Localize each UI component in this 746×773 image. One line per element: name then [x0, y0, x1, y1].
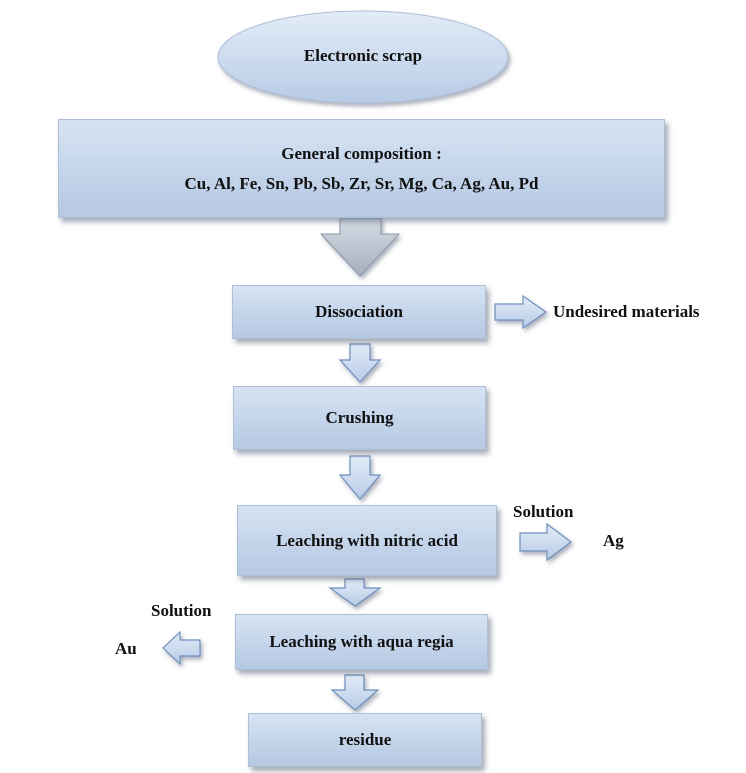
residue-label: residue — [338, 730, 392, 749]
composition-elements: Cu, Al, Fe, Sn, Pb, Sb, Zr, Sr, Mg, Ca, … — [184, 173, 539, 193]
au-label: Au — [115, 639, 137, 658]
left-arrow-au — [162, 630, 201, 666]
aqua-regia-label: Leaching with aqua regia — [269, 632, 454, 651]
dissociation-label: Dissociation — [315, 302, 403, 321]
crushing-label: Crushing — [325, 408, 394, 427]
crushing-box: Crushing — [233, 386, 486, 450]
right-arrow-ag — [519, 522, 572, 562]
start-label: Electronic scrap — [303, 46, 423, 65]
down-arrow-2 — [338, 455, 382, 500]
composition-title: General composition : — [281, 143, 442, 163]
residue-box: residue — [248, 713, 482, 767]
right-arrow-undesired — [494, 294, 548, 330]
composition-box: General composition : Cu, Al, Fe, Sn, Pb… — [58, 119, 665, 218]
solution-au-label: Solution — [151, 601, 212, 620]
down-arrow-3 — [328, 578, 382, 607]
down-arrow-1 — [338, 343, 382, 383]
aqua-regia-box: Leaching with aqua regia — [235, 614, 488, 670]
ag-label: Ag — [603, 531, 624, 550]
undesired-materials-label: Undesired materials — [553, 302, 700, 321]
dissociation-box: Dissociation — [232, 285, 486, 339]
nitric-leaching-box: Leaching with nitric acid — [237, 505, 497, 576]
big-down-arrow — [319, 217, 401, 277]
nitric-leaching-label: Leaching with nitric acid — [276, 530, 458, 550]
solution-ag-label: Solution — [513, 502, 574, 521]
down-arrow-4 — [330, 674, 380, 711]
start-ellipse — [217, 10, 509, 104]
